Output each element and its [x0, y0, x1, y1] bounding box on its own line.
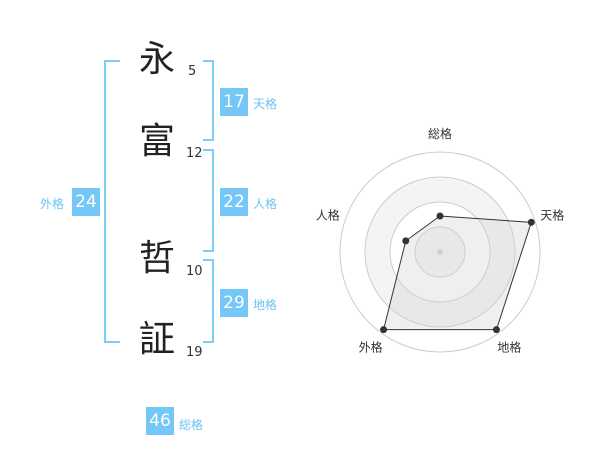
name-char-3: 哲	[139, 238, 176, 279]
name-char-4: 証	[139, 319, 176, 360]
soukaku-value: 46	[146, 407, 174, 435]
radar-point-5	[402, 237, 410, 245]
chikaku-value: 29	[220, 289, 248, 317]
tenkaku-label: 天格	[253, 97, 278, 111]
stroke-count-1: 5	[188, 64, 197, 79]
chikaku-bracket	[203, 259, 214, 343]
radar-axis-label-5: 人格	[316, 208, 340, 223]
name-char-1: 永	[139, 39, 176, 80]
radar-axis-label-1: 総格	[428, 126, 452, 141]
jinkaku-value: 22	[220, 188, 248, 216]
radar-point-4	[380, 326, 388, 334]
jinkaku-bracket	[203, 149, 214, 252]
radar-point-1	[436, 212, 444, 220]
stroke-count-2: 12	[186, 146, 203, 161]
radar-center	[437, 249, 443, 255]
radar-series-polygon	[382, 215, 532, 331]
radar-axis-label-2: 天格	[540, 208, 564, 223]
name-char-2: 富	[139, 121, 176, 162]
radar-point-3	[492, 326, 500, 334]
gaikaku-value: 24	[72, 188, 100, 216]
tenkaku-value: 17	[220, 88, 248, 116]
gaikaku-label: 外格	[40, 197, 65, 211]
radar-axis-label-4: 外格	[359, 339, 383, 354]
stroke-count-3: 10	[186, 264, 203, 279]
chikaku-label: 地格	[253, 298, 278, 312]
jinkaku-label: 人格	[253, 197, 278, 211]
soukaku-label: 総格	[179, 418, 204, 432]
radar-point-2	[527, 218, 535, 226]
tenkaku-bracket	[203, 60, 214, 141]
gaikaku-bracket	[104, 60, 120, 343]
radar-axis-label-3: 地格	[497, 339, 521, 354]
stroke-count-4: 19	[186, 345, 203, 360]
